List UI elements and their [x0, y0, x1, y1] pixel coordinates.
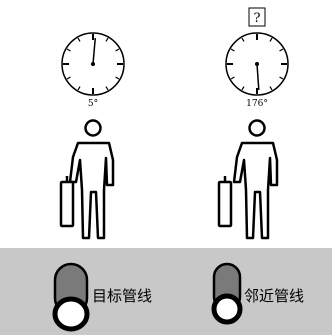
dial-tick — [77, 37, 81, 42]
left-dial-needle — [92, 38, 97, 65]
dial-tick — [105, 37, 109, 42]
dial-tick — [115, 76, 120, 80]
question-box — [248, 7, 266, 27]
dial-tick — [230, 48, 235, 52]
dial-tick — [279, 76, 284, 80]
question-mark: ? — [254, 11, 261, 26]
left-group: 5° 目标管线 — [52, 32, 152, 332]
right-pipe-label: 邻近管线 — [244, 287, 304, 305]
left-person-figure — [59, 119, 115, 240]
dial-tick — [241, 37, 245, 42]
dial-tick — [105, 86, 109, 91]
right-group: ? 176° 邻近管线 — [211, 7, 304, 325]
right-pipe — [211, 262, 243, 325]
right-person-figure — [217, 119, 279, 240]
dial-tick — [279, 48, 284, 52]
dial-tick — [115, 48, 120, 52]
left-pipe — [52, 262, 90, 332]
left-pipe-label: 目标管线 — [92, 287, 152, 305]
dial-tick — [230, 76, 235, 80]
dial-tick — [241, 86, 245, 91]
dial-tick — [66, 48, 71, 52]
left-dial-ticks — [63, 34, 123, 94]
right-dial-needle — [256, 63, 260, 90]
dial-tick — [269, 86, 273, 91]
right-dial-ticks — [227, 34, 287, 94]
dial-tick — [66, 76, 71, 80]
left-dial — [61, 32, 125, 96]
right-dial — [225, 32, 289, 96]
dial-tick — [77, 86, 81, 91]
left-angle-label: 5° — [88, 99, 98, 109]
right-angle-label: 176° — [246, 99, 268, 109]
dial-tick — [269, 37, 273, 42]
